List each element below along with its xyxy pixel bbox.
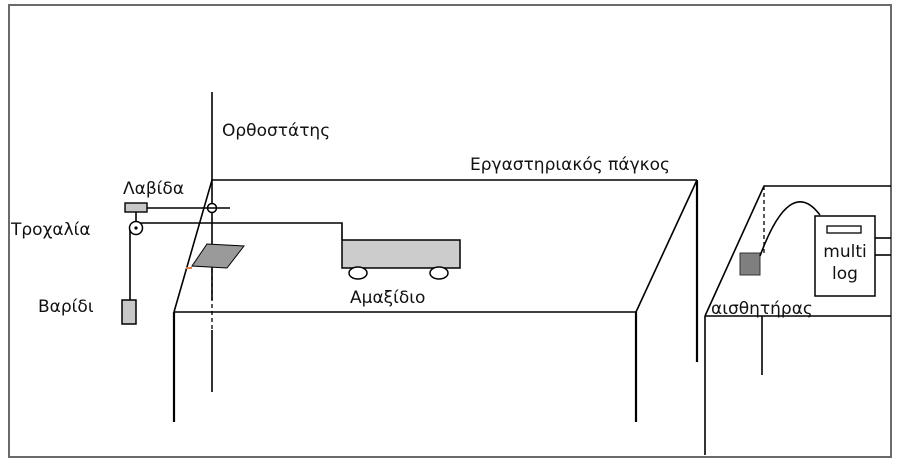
label-sensor: αισθητήρας: [711, 299, 813, 319]
second-bench: [704, 185, 891, 455]
label-multilog-line2: log: [832, 264, 858, 284]
multilog-display: [826, 225, 862, 234]
pulley: [128, 220, 144, 236]
figure-frame: [8, 4, 892, 458]
pulley-axle: [134, 226, 138, 230]
cart: [341, 239, 461, 280]
bench-right-edge: [635, 179, 698, 313]
lab-bench: [172, 179, 699, 422]
clamp-assembly: [124, 202, 230, 222]
label-multilog-line1: multi: [823, 242, 866, 262]
cart-body: [341, 239, 461, 269]
motion-sensor: [739, 252, 761, 276]
bench-plate: [191, 243, 245, 269]
label-pulley: Τροχαλία: [10, 220, 91, 240]
label-bench: Εργαστηριακός πάγκος: [470, 155, 670, 175]
label-stand: Ορθοστάτης: [222, 121, 330, 141]
clamp-block: [124, 202, 148, 213]
cart-left-wheel: [348, 266, 368, 280]
label-cart: Αμαξίδιο: [350, 288, 425, 308]
string-to-cart: [140, 222, 343, 240]
label-clamp: Λαβίδα: [123, 179, 184, 199]
sensor-cable: [759, 201, 821, 257]
label-weight: Βαρίδι: [38, 297, 94, 317]
weight-block: [121, 299, 137, 325]
cart-right-wheel: [429, 266, 449, 280]
multilog-device: [814, 215, 891, 297]
